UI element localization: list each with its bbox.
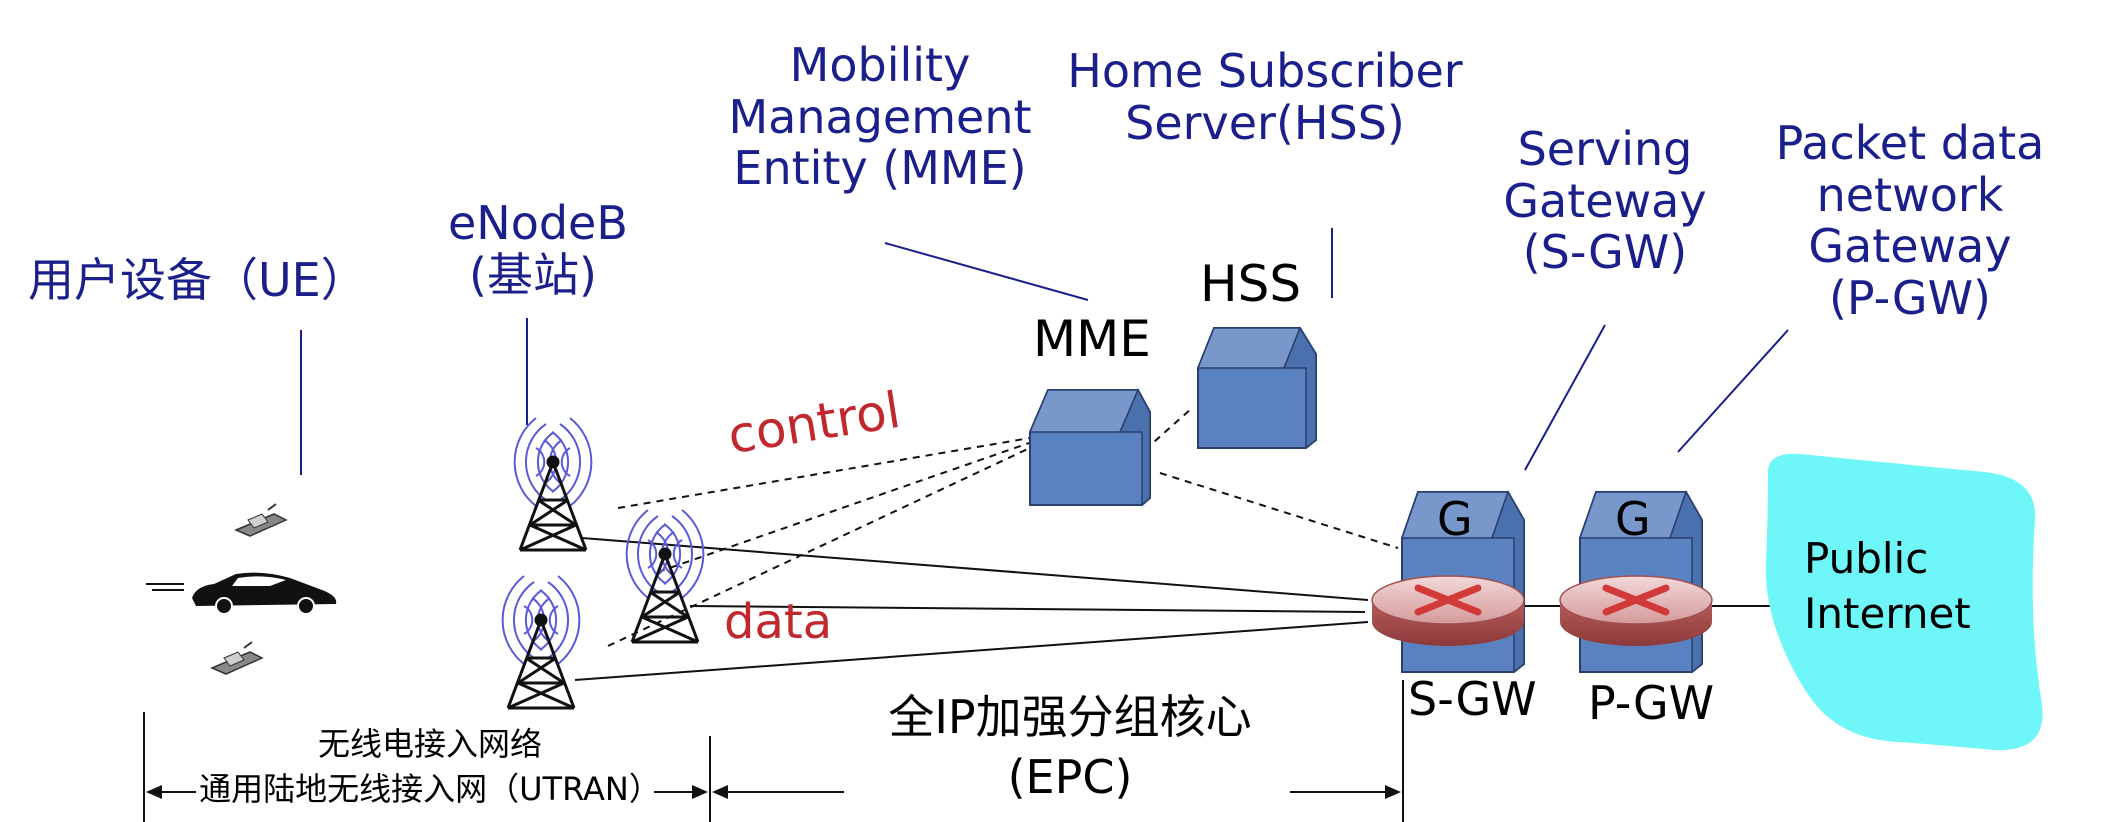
ran-span-label: 无线电接入网络 通用陆地无线接入网（UTRAN） <box>190 722 670 812</box>
epc-span-line: 全IP加强分组核心 <box>888 690 1252 744</box>
pgw-label: Packet data network Gateway (P-GW) <box>1740 116 2080 325</box>
data-line <box>689 605 1366 613</box>
ran-span-line: 通用陆地无线接入网（UTRAN） <box>199 769 661 808</box>
pgw-label-line: Gateway <box>1808 219 2012 274</box>
control-line <box>617 437 1031 509</box>
mme-pointer <box>884 242 1089 301</box>
enodeb-label: eNodeB (基站) <box>448 196 628 302</box>
enodeb-label-line: eNodeB <box>448 196 628 250</box>
arrowhead-left <box>146 785 162 799</box>
arrowhead-right <box>692 785 708 799</box>
mme-label-line: Management <box>728 89 1032 144</box>
mobile-phone-icon <box>234 503 288 537</box>
arrowhead-right <box>1385 785 1401 799</box>
public-internet-cloud <box>1765 453 2043 751</box>
enodeb-label-line: (基站) <box>469 247 597 302</box>
hss-node-label: HSS <box>1200 255 1302 313</box>
span-dividers <box>143 680 1404 822</box>
pgw-g-label: G <box>1615 492 1651 546</box>
public-internet-label: Public Internet <box>1804 532 1971 641</box>
public-internet-line: Public <box>1804 534 1929 583</box>
data-lines <box>574 537 1772 681</box>
label-pointers <box>300 228 1789 475</box>
pgw-pointer <box>1677 329 1789 453</box>
data-path-label: data <box>724 594 833 650</box>
pgw-label-line: Packet data <box>1775 116 2045 170</box>
car-icon <box>146 572 337 615</box>
mme-hss-line <box>1144 407 1193 451</box>
enodeb-tower-icon <box>518 455 588 552</box>
hss-box <box>1196 326 1317 450</box>
enodeb-tower-icon <box>630 547 700 644</box>
data-line <box>574 621 1369 681</box>
control-line <box>657 441 1033 573</box>
pgw-router-icon <box>1559 575 1713 646</box>
hss-label: Home Subscriber Server(HSS) <box>1040 44 1490 150</box>
mme-label-line: Mobility <box>789 38 971 92</box>
epc-span-line: (EPC) <box>1007 749 1133 804</box>
epc-span-label: 全IP加强分组核心 (EPC) <box>860 688 1280 808</box>
sgw-node-label: S-GW <box>1408 672 1537 726</box>
pgw-label-line: (P-GW) <box>1828 270 1992 325</box>
sgw-label-line: Gateway <box>1503 173 1707 228</box>
data-line <box>581 537 1369 601</box>
ran-span-line: 无线电接入网络 <box>317 725 542 763</box>
sgw-label: Serving Gateway (S-GW) <box>1480 122 1730 280</box>
public-internet-line: Internet <box>1804 588 1971 638</box>
arrowhead-left <box>712 785 728 799</box>
sgw-router-icon <box>1371 575 1525 646</box>
hss-label-line: Home Subscriber <box>1067 44 1463 98</box>
mme-label-line: Entity (MME) <box>733 141 1027 196</box>
enodeb-tower-icon <box>506 613 576 710</box>
sgw-g-label: G <box>1437 492 1473 546</box>
hss-label-line: Server(HSS) <box>1125 95 1405 150</box>
pgw-node-label: P-GW <box>1588 676 1715 730</box>
mme-label: Mobility Management Entity (MME) <box>690 38 1070 196</box>
mme-node-label: MME <box>1033 310 1151 368</box>
sgw-pointer <box>1524 324 1606 471</box>
sgw-label-line: Serving <box>1517 122 1693 176</box>
mobile-phone-icon <box>210 641 264 675</box>
pgw-label-line: network <box>1816 167 2004 222</box>
sgw-label-line: (S-GW) <box>1522 225 1688 280</box>
mme-sgw-line <box>1159 472 1399 549</box>
ue-label: 用户设备（UE） <box>28 253 367 307</box>
mme-box <box>1028 388 1151 507</box>
